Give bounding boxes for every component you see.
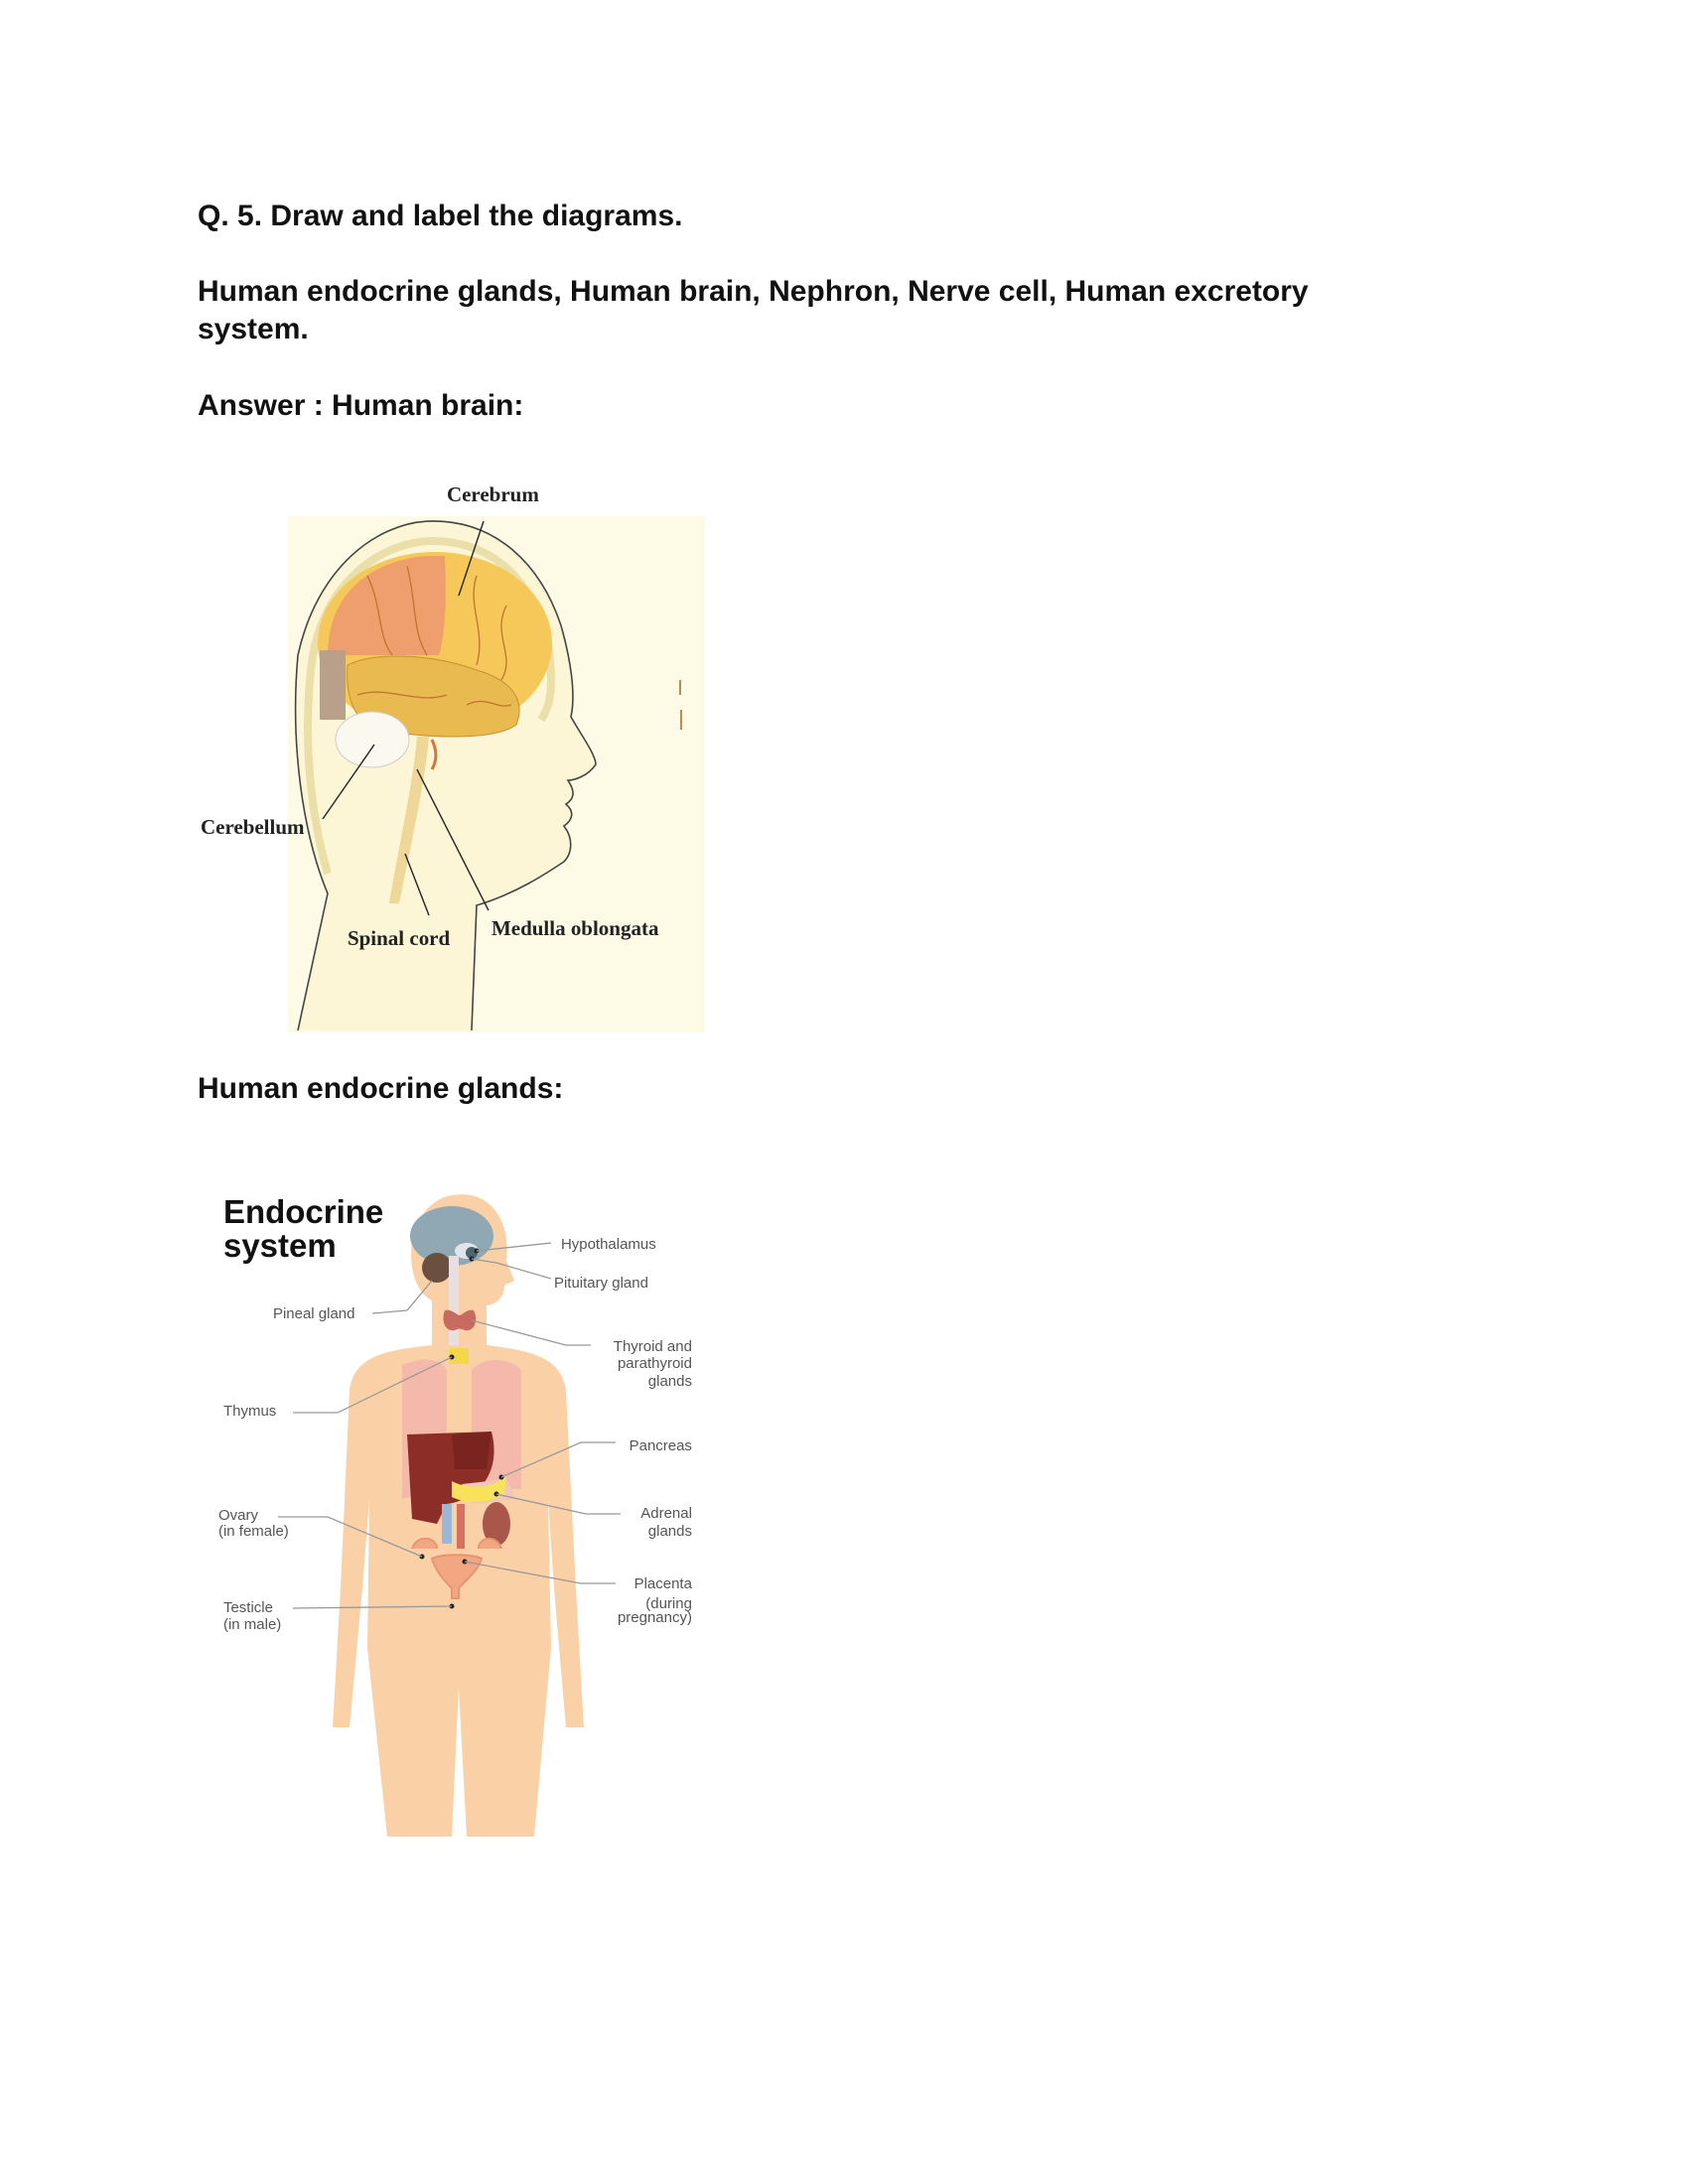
- medulla-oblongata-label: Medulla oblongata: [492, 916, 659, 940]
- topics-line-2: system.: [198, 313, 309, 345]
- cerebrum-label: Cerebrum: [447, 482, 539, 506]
- uterus-shape: [411, 1537, 502, 1600]
- ovary-label: Ovary: [218, 1507, 258, 1524]
- thyroid-label-3: glands: [648, 1373, 692, 1390]
- ovary-note: (in female): [218, 1523, 289, 1540]
- hypothalamus-label: Hypothalamus: [561, 1236, 656, 1253]
- placenta-label: Placenta: [634, 1575, 693, 1592]
- answer-heading: Answer : Human brain:: [198, 389, 524, 422]
- pineal-label: Pineal gland: [273, 1305, 354, 1322]
- thyroid-shape: [443, 1309, 477, 1331]
- diagram-title-line1: Endocrine: [223, 1193, 383, 1230]
- pineal-gland-shape: [421, 1253, 452, 1284]
- testicle-note: (in male): [223, 1616, 281, 1633]
- endocrine-system-diagram: Endocrine system Hypothalamus Pituitary …: [218, 1193, 693, 1837]
- endocrine-heading: Human endocrine glands:: [198, 1072, 564, 1105]
- cerebellum-shape: [335, 711, 410, 768]
- thyroid-label-1: Thyroid and: [614, 1338, 692, 1355]
- human-brain-diagram: Cerebrum Cerebellum Spinal cord Medulla …: [201, 482, 705, 1032]
- pancreas-label: Pancreas: [630, 1437, 692, 1454]
- question-heading: Q. 5. Draw and label the diagrams.: [198, 200, 683, 232]
- cerebellum-label: Cerebellum: [201, 815, 305, 839]
- adrenal-label-2: glands: [648, 1523, 692, 1540]
- placenta-note-1: (during: [645, 1595, 692, 1612]
- topics-line-1: Human endocrine glands, Human brain, Nep…: [198, 275, 1309, 308]
- thyroid-label-2: parathyroid: [618, 1355, 692, 1372]
- spinal-cord-label: Spinal cord: [348, 926, 451, 950]
- testicle-label: Testicle: [223, 1599, 273, 1616]
- thymus-shape: [448, 1348, 469, 1365]
- pancreas-shape: [451, 1477, 506, 1502]
- placenta-note-2: pregnancy): [618, 1609, 692, 1626]
- adrenal-label-1: Adrenal: [640, 1505, 692, 1522]
- diagram-title-line2: system: [223, 1227, 337, 1264]
- spinal-cord-shape: [388, 737, 429, 904]
- thymus-label: Thymus: [223, 1403, 276, 1420]
- kidney-shape: [482, 1502, 510, 1547]
- pituitary-label: Pituitary gland: [554, 1275, 648, 1292]
